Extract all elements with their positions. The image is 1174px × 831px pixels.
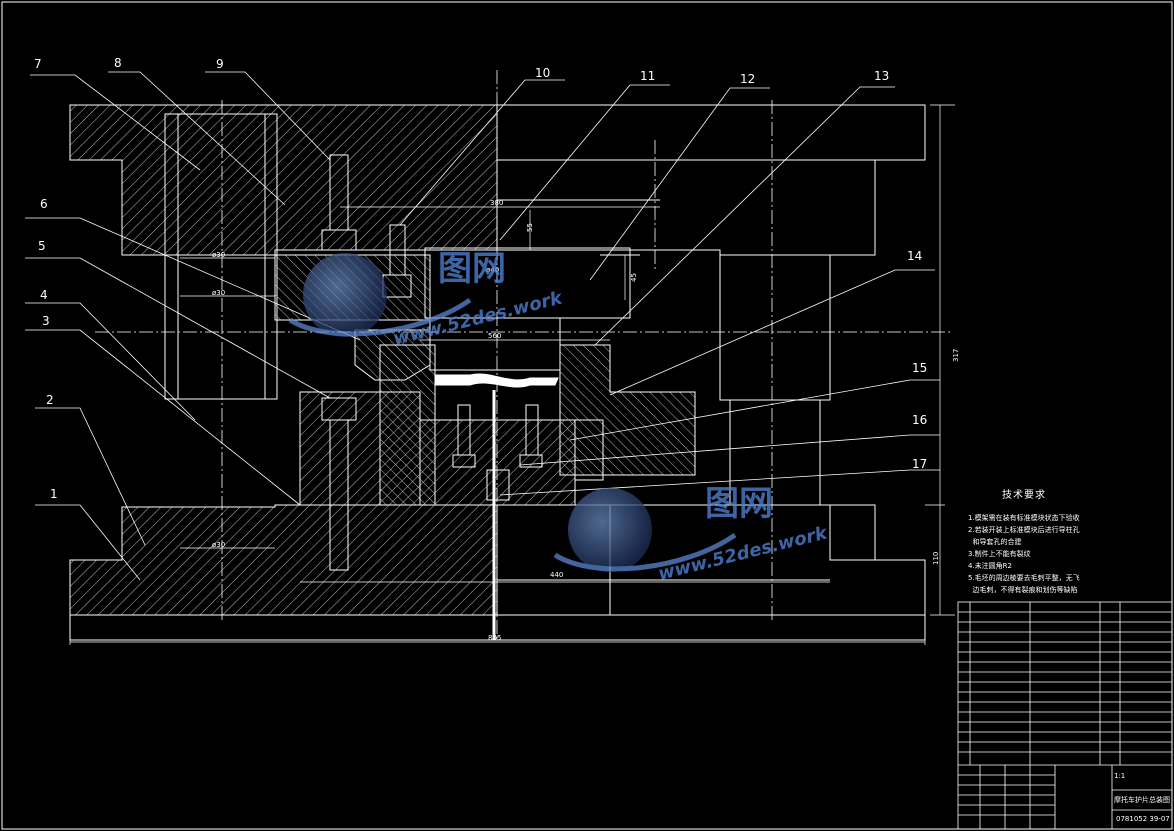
dimension-110: 110: [932, 552, 940, 565]
tech-item: 1.模架需在装有标准模块状态下验收: [968, 514, 1080, 522]
part-label-15: 15: [912, 361, 927, 375]
dimension-55: 55: [526, 223, 534, 232]
dimension-317: 317: [952, 349, 960, 362]
dimension-380: 380: [490, 199, 503, 207]
part-label-2: 2: [46, 393, 54, 407]
dimension-560: 560: [488, 332, 501, 340]
leader-lines: [25, 71, 940, 581]
part-label-7: 7: [34, 57, 42, 71]
part-label-11: 11: [640, 69, 655, 83]
watermark-brand: 图网: [438, 249, 506, 289]
tech-item: 4.未注圆角R2: [968, 562, 1012, 570]
base-plate: [69, 614, 926, 641]
dimension-440: 440: [550, 571, 563, 579]
part-label-16: 16: [912, 413, 927, 427]
part-label-13: 13: [874, 69, 889, 83]
part-label-1: 1: [50, 487, 58, 501]
title-block-scale: 1:1: [1114, 772, 1126, 780]
dimension-dia-30-c: ø30: [212, 541, 225, 549]
watermark-url-2: www.52des.work: [656, 522, 830, 585]
right-half-outline: [424, 104, 926, 615]
technical-requirements: 技术要求 1.模架需在装有标准模块状态下验收 2.若装开装上标准模块后进行导柱孔…: [968, 490, 1168, 596]
die-section: [299, 344, 696, 506]
globe-icon: [303, 253, 387, 337]
tech-item: 和导套孔的合建: [968, 538, 1022, 546]
watermark-logo: [288, 253, 737, 572]
dimension-45: 45: [630, 273, 638, 282]
part-label-6: 6: [40, 197, 48, 211]
part-label-10: 10: [535, 66, 550, 80]
tech-item: 边毛刺，不得有裂痕和划伤等缺陷: [968, 586, 1078, 594]
title-block-drawing-number: 0781052 39-07: [1116, 815, 1170, 823]
part-label-4: 4: [40, 288, 48, 302]
dimension-lines: [69, 104, 955, 645]
part-label-17: 17: [912, 457, 927, 471]
part-label-9: 9: [216, 57, 224, 71]
dimension-dia-40: ø40: [486, 266, 499, 274]
part-label-14: 14: [907, 249, 922, 263]
watermark-brand-2: 图网: [705, 484, 773, 524]
upper-plate-section: [69, 104, 498, 256]
tech-title: 技术要求: [1002, 490, 1046, 501]
tech-item: 2.若装开装上标准模块后进行导柱孔: [968, 526, 1080, 534]
title-block-lines: [957, 601, 1173, 830]
tech-item: 3.制件上不能有裂纹: [968, 550, 1031, 558]
dimension-805: 805: [488, 634, 501, 642]
bolts: [321, 154, 543, 571]
part-label-3: 3: [42, 314, 50, 328]
workpiece: [434, 373, 559, 388]
title-block-drawing-name: 摩托车护片总装图: [1114, 796, 1170, 804]
part-label-12: 12: [740, 72, 755, 86]
dimension-dia-30-b: ø30: [212, 289, 225, 297]
tech-item: 5.毛坯的周边棱要去毛刺平整，无飞: [968, 574, 1080, 582]
dimension-dia-30-a: ø30: [212, 251, 225, 259]
part-label-5: 5: [38, 239, 46, 253]
globe-icon: [568, 488, 652, 572]
part-label-8: 8: [114, 56, 122, 70]
center-lines: [95, 70, 950, 640]
